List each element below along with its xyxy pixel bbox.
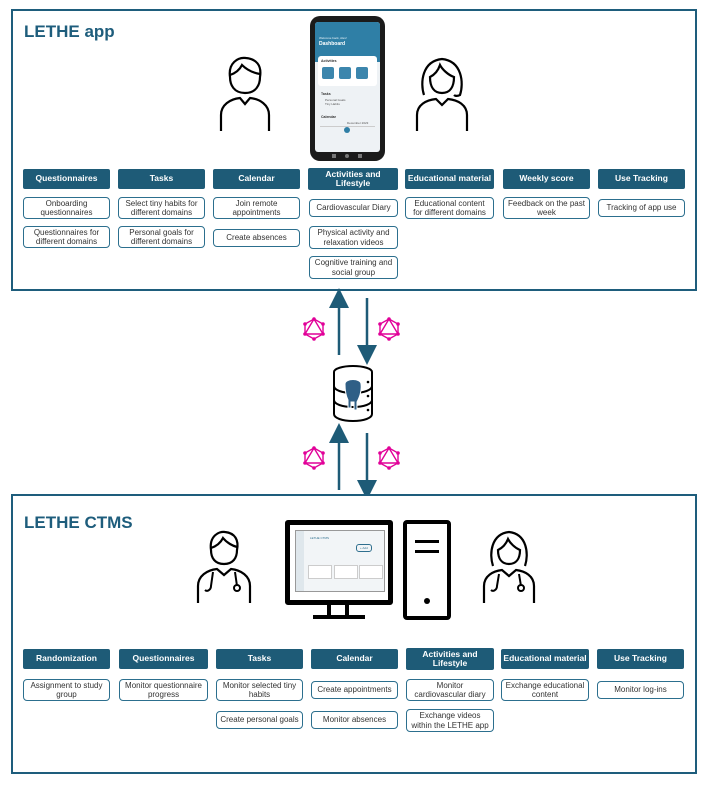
monitor-screen: LETHE CTMS + Add — [295, 530, 385, 592]
phone-screen: Welcome back, Alex! Dashboard Activities… — [315, 22, 380, 152]
ctms-item: Exchange videos within the LETHE app — [406, 709, 494, 732]
graphql-icon — [303, 317, 325, 341]
ctms-item: Create personal goals — [216, 711, 303, 729]
monitor-stand — [327, 604, 349, 616]
phone-header — [315, 22, 380, 62]
graphql-icon — [378, 317, 400, 341]
ctms-item: Assignment to study group — [23, 679, 110, 701]
app-item: Personal goals for different domains — [118, 226, 205, 248]
ctms-item: Monitor absences — [311, 711, 398, 729]
phone-calendar-strip — [320, 126, 375, 133]
ctms-item: Monitor log-ins — [597, 681, 684, 699]
phone-activity-tile[interactable] — [339, 67, 351, 79]
ctms-row-card — [308, 565, 332, 579]
ctms-row-card — [359, 565, 383, 579]
app-item: Physical activity and relaxation videos — [309, 226, 398, 249]
app-header-use-tracking: Use Tracking — [598, 169, 685, 189]
app-item: Feedback on the past week — [503, 197, 590, 219]
phone-calendar-label: Calendar — [321, 115, 336, 119]
server-tower-icon — [403, 520, 451, 620]
ctms-add-button[interactable]: + Add — [356, 544, 372, 552]
phone-icon: Welcome back, Alex! Dashboard Activities… — [310, 16, 385, 161]
phone-activities-label: Activities — [321, 59, 337, 63]
lethe-ctms-title: LETHE CTMS — [24, 513, 133, 532]
phone-task-1[interactable]: Personal Goals — [325, 98, 346, 102]
ctms-header-educational: Educational material — [501, 649, 589, 669]
phone-task-2[interactable]: Tiny Habits — [325, 102, 340, 106]
lethe-app-title: LETHE app — [24, 22, 115, 41]
ctms-header-questionnaires: Questionnaires — [119, 649, 208, 669]
app-header-weekly-score: Weekly score — [503, 169, 590, 189]
graphql-icon — [378, 446, 400, 470]
app-header-educational: Educational material — [405, 169, 494, 189]
phone-activity-tile[interactable] — [322, 67, 334, 79]
app-item: Create absences — [213, 229, 300, 247]
app-item: Onboarding questionnaires — [23, 197, 110, 219]
ctms-header-use-tracking: Use Tracking — [597, 649, 684, 669]
ctms-item: Create appointments — [311, 681, 398, 699]
monitor-icon: LETHE CTMS + Add — [285, 520, 393, 605]
postgres-elephant-icon — [344, 379, 362, 411]
app-item: Questionnaires for different domains — [23, 226, 110, 248]
app-item: Tracking of app use — [598, 199, 685, 217]
ctms-header-activities: Activities and Lifestyle — [406, 648, 494, 670]
app-header-activities: Activities and Lifestyle — [308, 168, 398, 190]
phone-greeting: Welcome back, Alex! — [319, 36, 347, 40]
phone-month: December 2023 — [347, 121, 369, 125]
ctms-row-card — [334, 565, 358, 579]
ctms-item: Monitor selected tiny habits — [216, 679, 303, 701]
app-item: Cognitive training and social group — [309, 256, 398, 279]
ctms-header-randomization: Randomization — [23, 649, 110, 669]
app-item: Cardiovascular Diary — [309, 199, 398, 217]
phone-activity-tile[interactable] — [356, 67, 368, 79]
ctms-sidebar — [296, 531, 304, 591]
male-user-icon — [219, 56, 271, 131]
app-item: Join remote appointments — [213, 197, 300, 219]
phone-tasks-label: Tasks — [321, 92, 331, 96]
phone-selected-day[interactable] — [344, 127, 350, 133]
female-user-icon — [415, 57, 469, 131]
app-header-questionnaires: Questionnaires — [23, 169, 110, 189]
monitor-base — [313, 615, 365, 619]
ctms-item: Exchange educational content — [501, 679, 589, 701]
female-doctor-icon — [482, 530, 536, 603]
ctms-app-name: LETHE CTMS — [310, 536, 330, 540]
phone-nav-bar — [332, 154, 363, 158]
database-icon — [333, 365, 373, 423]
phone-title: Dashboard — [319, 41, 346, 47]
ctms-header-calendar: Calendar — [311, 649, 398, 669]
app-header-calendar: Calendar — [213, 169, 300, 189]
app-item: Educational content for different domain… — [405, 197, 494, 219]
ctms-item: Monitor cardiovascular diary — [406, 679, 494, 701]
ctms-item: Monitor questionnaire progress — [119, 679, 208, 701]
male-doctor-icon — [196, 530, 252, 603]
app-header-tasks: Tasks — [118, 169, 205, 189]
app-item: Select tiny habits for different domains — [118, 197, 205, 219]
graphql-icon — [303, 446, 325, 470]
ctms-header-tasks: Tasks — [216, 649, 303, 669]
